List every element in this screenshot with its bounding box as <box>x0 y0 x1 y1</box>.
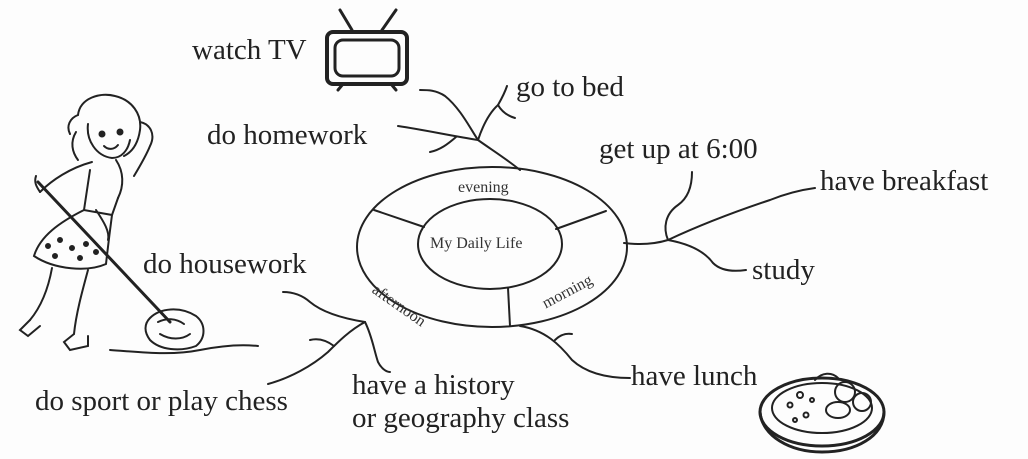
label-go-to-bed: go to bed <box>516 71 624 103</box>
center-ring <box>356 166 628 328</box>
label-center: My Daily Life <box>430 235 523 252</box>
girl-mopping-illustration <box>18 93 259 355</box>
label-get-up: get up at 6:00 <box>599 133 758 165</box>
label-do-housework: do housework <box>143 248 307 280</box>
label-history-class: have a history or geography class <box>352 369 569 435</box>
label-history-line1: have a history <box>352 369 515 401</box>
lunchbox-icon <box>758 372 886 454</box>
branch-morning <box>623 171 816 272</box>
branch-housework <box>267 291 391 385</box>
tv-icon <box>325 8 409 92</box>
label-watch-tv: watch TV <box>192 34 307 66</box>
label-have-lunch: have lunch <box>631 360 758 392</box>
branch-evening <box>397 85 521 171</box>
label-have-breakfast: have breakfast <box>820 165 989 197</box>
label-evening: evening <box>458 179 509 196</box>
branch-lunch <box>519 325 631 379</box>
label-do-homework: do homework <box>207 119 368 151</box>
label-study: study <box>752 254 815 286</box>
label-history-line2: or geography class <box>352 402 570 434</box>
label-do-sport: do sport or play chess <box>35 385 288 417</box>
